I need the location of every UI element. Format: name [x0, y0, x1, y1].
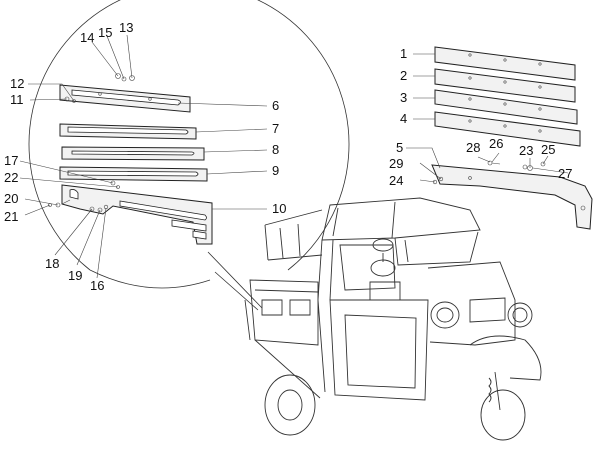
callout-22: 22 [4, 170, 18, 185]
strip-3 [434, 89, 578, 125]
callout-17: 17 [4, 153, 18, 168]
callout-12: 12 [10, 76, 24, 91]
callout-15: 15 [98, 25, 112, 40]
strip-8 [61, 146, 205, 161]
callout-28: 28 [466, 140, 480, 155]
callout-19: 19 [68, 268, 82, 283]
strip-4 [434, 111, 581, 147]
detail-magnifier-circle [28, 0, 350, 311]
callout-4: 4 [400, 111, 407, 126]
callout-10: 10 [272, 201, 286, 216]
side-panel-10 [61, 184, 213, 245]
callout-23: 23 [519, 143, 533, 158]
callout-2: 2 [400, 68, 407, 83]
callout-16: 16 [90, 278, 104, 293]
callout-9: 9 [272, 163, 279, 178]
callout-3: 3 [400, 90, 407, 105]
callout-25: 25 [541, 142, 555, 157]
leader-lines [19, 34, 569, 279]
callout-labels: 1 2 3 4 5 6 7 8 9 10 11 12 13 14 15 16 1… [4, 20, 572, 293]
callout-5: 5 [396, 140, 403, 155]
callout-11: 11 [10, 92, 24, 107]
callout-8: 8 [272, 142, 279, 157]
callout-7: 7 [272, 121, 279, 136]
callout-1: 1 [400, 46, 407, 61]
vehicle-outline [244, 197, 542, 441]
strip-9 [59, 166, 208, 182]
callout-21: 21 [4, 209, 18, 224]
callout-14: 14 [80, 30, 94, 45]
fasteners-circle [48, 73, 135, 213]
strip-6 [59, 84, 191, 113]
callout-29: 29 [389, 156, 403, 171]
callout-27: 27 [558, 166, 572, 181]
strip-7 [59, 123, 197, 140]
callout-6: 6 [272, 98, 279, 113]
callout-13: 13 [119, 20, 133, 35]
strip-2 [434, 68, 576, 103]
strip-1 [434, 46, 576, 81]
callout-20: 20 [4, 191, 18, 206]
callout-26: 26 [489, 136, 503, 151]
callout-18: 18 [45, 256, 59, 271]
callout-24: 24 [389, 173, 403, 188]
side-panel-5 [431, 164, 593, 230]
